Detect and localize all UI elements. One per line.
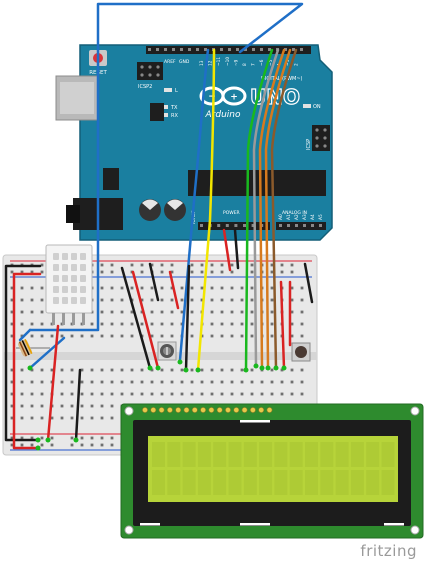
power-label: POWER [223,210,240,216]
icsp2-label: ICSP2 [138,84,152,90]
digital-pin-label: ~6 [259,59,265,66]
lcd-character-cells [152,442,395,495]
wire-gray [252,48,280,368]
wire-yellow [196,48,216,372]
led-tx-label: TX [170,105,178,111]
digital-pin-label: 2 [294,63,300,66]
led-l-label: L [175,88,178,94]
wire-blue-pin [178,48,210,362]
digital-pin-label: 12 [208,60,214,66]
on-label: ON [313,104,321,110]
analog-pin-label: A0 [278,214,284,220]
icsp2-header [137,62,163,80]
wire-red-arduino [222,228,232,272]
wire-black-4 [303,262,314,304]
wire-blue-to-dht [28,238,100,332]
wire-black-1 [120,266,152,370]
icsp-label: ICSP [306,139,312,150]
wire-orange-1 [258,48,286,370]
wire-red-dht [12,272,42,450]
push-button[interactable] [291,342,311,362]
wire-black-arduino [233,228,240,270]
usb-chip [150,103,164,121]
ioref-label: IOREF [191,210,197,224]
potentiometer[interactable] [157,341,177,361]
wire-red-1 [131,270,160,370]
analog-pin-label: A2 [294,214,300,220]
dht-sensor [45,244,93,325]
wire-brown [270,48,298,370]
wires [4,2,314,450]
wire-blue-dht [18,328,32,342]
svg-text:+: + [230,93,238,103]
wire-blue-dht-2 [28,336,66,370]
led-l [164,88,172,92]
analog-pin-label: A1 [286,214,292,220]
analog-pin-label: A3 [302,214,308,220]
aref-label: AREF [164,59,176,65]
wire-black-3 [184,264,191,372]
digital-pin-label: ~3 [285,59,291,66]
power-header [198,222,270,230]
arduino-name: Arduino [205,110,241,120]
digital-pin-label: 13 [199,60,205,66]
lcd-display [120,403,424,539]
led-rx-label: RX [171,113,178,119]
analog-pin-label: A5 [318,214,324,220]
led-on [303,104,311,108]
resistor [16,338,50,357]
analog-label: ANALOG IN [282,210,307,216]
digital-pin-label: ~10 [225,57,231,66]
analog-pin-label: A4 [310,214,316,220]
wire-red-3 [279,280,286,370]
svg-text:−: − [208,92,216,102]
arduino-logo: − + [199,86,247,106]
digital-pin-label: 8 [242,63,248,66]
digital-pin-label: ~11 [216,57,222,66]
atmega-chip [188,170,326,196]
wire-blue-top [96,2,304,242]
wire-black-dht [4,264,42,442]
wire-green [244,48,274,372]
voltage-regulator [103,168,119,190]
wire-black-2 [148,262,160,302]
wire-black-dht-2 [74,368,82,442]
digital-pin-label: 7 [251,63,257,66]
wire-ends [27,359,287,451]
wire-orange-2 [264,48,292,370]
digital-pin-label: ~9 [233,59,239,66]
dht-sensor-grille [53,253,86,304]
gnd-label: GND [179,59,190,65]
icsp-header [312,125,330,151]
wire-red-dht-2 [46,324,60,442]
fritzing-logo: fritzing [360,542,417,560]
lcd-pin-row [142,407,273,413]
wire-red-2 [168,270,180,310]
analog-header [276,222,326,230]
digital-pin-label: ~5 [268,59,274,66]
